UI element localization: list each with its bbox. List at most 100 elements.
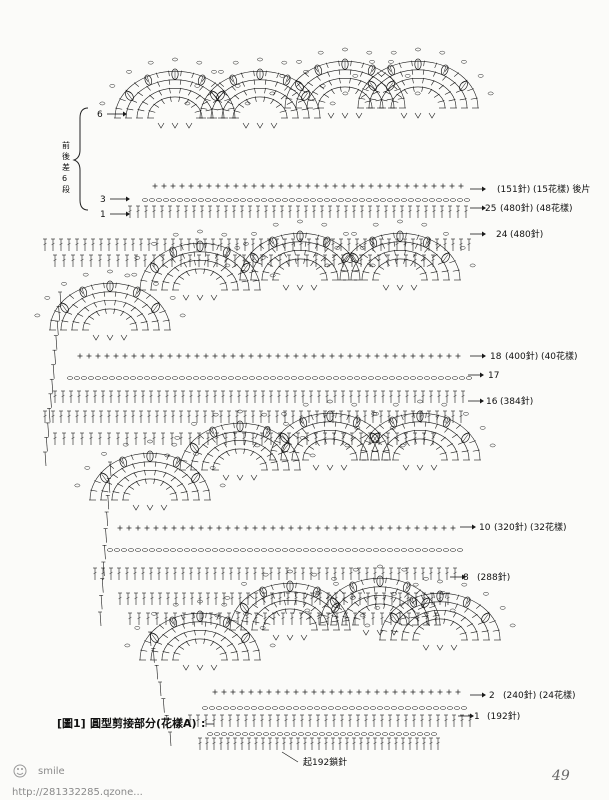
puff-stitch-stem	[391, 418, 395, 426]
chain-stitch	[303, 548, 309, 552]
double-crochet-bar	[390, 596, 394, 600]
puff-stitch-stem	[389, 66, 393, 74]
stitch-mark	[185, 270, 190, 276]
side-note-char: 段	[62, 184, 70, 194]
puff-stitch	[256, 68, 264, 80]
double-crochet-bar	[144, 209, 148, 213]
fan-motif	[74, 439, 226, 511]
chain-stitch	[331, 577, 337, 581]
stitch-mark	[191, 490, 199, 493]
fan-arc	[295, 69, 395, 109]
double-crochet-bar	[371, 414, 375, 418]
double-crochet-bar	[422, 741, 426, 745]
double-crochet-bar	[216, 209, 220, 213]
puff-stitch	[442, 416, 451, 428]
fan-arc	[136, 88, 214, 119]
stitch-mark	[276, 72, 280, 79]
double-crochet-bar	[282, 741, 286, 745]
stitch-mark	[194, 638, 197, 644]
double-crochet-bar	[437, 571, 441, 575]
double-crochet-bar	[219, 242, 223, 246]
puff-stitch	[222, 616, 231, 628]
stitch-mark	[412, 598, 418, 604]
fan-arc	[368, 69, 468, 109]
stitch-mark	[205, 242, 207, 249]
double-crochet-bar	[170, 258, 174, 262]
double-crochet-bar	[261, 571, 265, 575]
double-crochet-bar	[302, 596, 306, 600]
stitch-mark	[312, 91, 319, 95]
double-crochet-bar	[69, 394, 73, 398]
puff-stitch-stem	[372, 434, 379, 442]
stitch-mark	[344, 260, 351, 264]
chain-stitch	[440, 706, 446, 710]
chain-stitch	[423, 577, 429, 581]
v-stitch	[210, 294, 218, 301]
stitch-mark	[466, 598, 471, 604]
double-crochet-bar	[398, 616, 402, 620]
stitch-mark	[452, 433, 458, 439]
stitch-mark	[304, 241, 307, 247]
double-crochet-bar	[171, 414, 175, 418]
double-crochet-bar	[141, 394, 145, 398]
double-crochet-bar	[93, 394, 97, 398]
stitch-mark	[201, 101, 208, 105]
double-crochet-bar	[152, 209, 156, 213]
double-crochet-bar	[403, 242, 407, 246]
stitch-mark	[350, 251, 357, 256]
puff-stitch	[79, 286, 88, 298]
stitch-row	[53, 432, 435, 445]
v-stitch	[422, 644, 430, 651]
puff-stitch-stem	[241, 604, 248, 612]
stitch-mark	[434, 62, 438, 69]
puff-stitch-stem	[171, 618, 175, 626]
chain-stitch	[405, 706, 411, 710]
stitch-mark	[130, 306, 136, 312]
double-crochet-bar	[61, 394, 65, 398]
double-crochet-bar	[459, 242, 463, 246]
puff-stitch	[169, 616, 178, 628]
stitch-mark	[453, 72, 460, 77]
double-crochet-bar	[123, 414, 127, 418]
stitch-mark	[194, 629, 196, 636]
chain-stitch	[289, 198, 295, 202]
stitch-mark	[178, 96, 181, 102]
stitch-mark	[176, 483, 183, 487]
double-crochet-bar	[339, 414, 343, 418]
chain-stitch	[483, 592, 489, 596]
fan-arc	[379, 78, 457, 109]
stitch-mark	[303, 452, 311, 455]
double-crochet-bar	[429, 394, 433, 398]
chain-stitch	[134, 626, 141, 630]
double-crochet-bar	[371, 242, 375, 246]
stitch-mark	[120, 310, 125, 316]
stitch-mark	[365, 84, 371, 90]
double-crochet	[107, 495, 110, 510]
double-crochet-bar	[251, 242, 255, 246]
puff-stitch-stem	[371, 434, 378, 442]
v-stitch	[400, 112, 408, 119]
double-crochet-bar	[107, 414, 111, 418]
stitch-mark	[307, 99, 315, 102]
double-crochet-bar	[203, 242, 207, 246]
puff-stitch	[286, 580, 294, 592]
chain-stitch	[377, 564, 383, 569]
stitch-mark	[389, 418, 394, 424]
fan-arc	[392, 438, 448, 461]
stitch-mark	[213, 632, 217, 638]
stitch-mark	[433, 93, 440, 98]
double-crochet-bar	[126, 596, 130, 600]
stitch-mark	[374, 594, 376, 601]
double-crochet-bar	[181, 571, 185, 575]
chain-stitch	[307, 706, 313, 710]
stitch-mark	[253, 70, 255, 77]
stitch-mark	[371, 66, 376, 72]
stitch-mark	[199, 480, 206, 484]
double-crochet-bar	[365, 394, 369, 398]
stitch-mark	[95, 310, 100, 316]
chain-stitch	[261, 198, 267, 202]
stitch-mark	[179, 87, 181, 94]
double-crochet-bar	[262, 596, 266, 600]
puff-stitch	[144, 74, 153, 86]
stitch-mark	[358, 610, 365, 615]
